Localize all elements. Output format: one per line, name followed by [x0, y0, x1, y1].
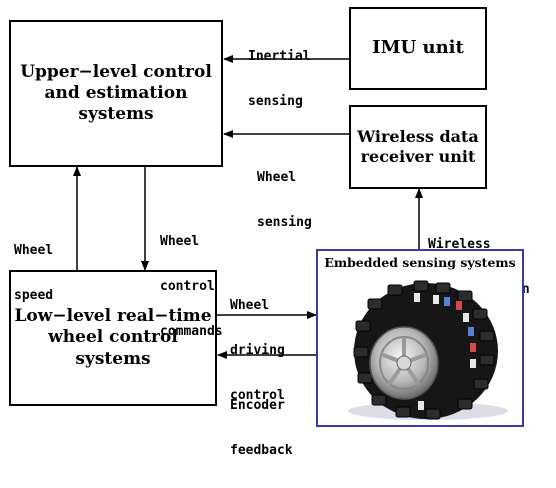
label-wheel-speed-line1: Wheel — [14, 243, 54, 258]
lower-line-2: wheel control — [48, 327, 178, 348]
wheel-image — [348, 280, 508, 420]
label-wcc-line2: control — [160, 279, 215, 294]
upper-line-2: and estimation — [44, 82, 188, 103]
imu-unit-text: IMU unit — [351, 9, 485, 88]
upper-line-1: Upper−level control — [20, 61, 212, 82]
label-wcc-line3: commands — [160, 324, 223, 339]
label-wdc-line2: driving — [230, 343, 285, 358]
label-wheel-sensing: Wheel sensing — [257, 140, 312, 260]
label-wheel-driving-control: Wheel driving control — [230, 268, 285, 433]
imu-line-1: IMU unit — [372, 37, 464, 59]
label-inertial-sensing-line1: Inertial — [248, 49, 311, 64]
low-level-control-box: Low−level real−time wheel control system… — [9, 270, 217, 406]
upper-line-3: systems — [78, 104, 154, 125]
diagram-canvas: Upper−level control and estimation syste… — [9, 7, 530, 458]
connector-arrows — [73, 55, 423, 359]
embedded-sensing-title: Embedded sensing systems — [324, 255, 516, 270]
label-ef-line1: Encoder — [230, 398, 285, 413]
lower-line-3: systems — [75, 348, 151, 369]
label-wheel-sensing-line2: sensing — [257, 215, 312, 230]
label-wcc-line1: Wheel — [160, 234, 200, 249]
label-wdc-line1: Wheel — [230, 298, 270, 313]
label-wdc-line3: control — [230, 388, 285, 403]
label-wheel-control-commands: Wheel control commands — [160, 204, 223, 369]
label-inertial-sensing-line2: sensing — [248, 94, 303, 109]
upper-level-control-text: Upper−level control and estimation syste… — [11, 22, 221, 165]
imu-unit-box: IMU unit — [349, 7, 487, 90]
label-wheel-sensing-line1: Wheel — [257, 170, 297, 185]
upper-level-control-box: Upper−level control and estimation syste… — [9, 20, 223, 167]
embedded-sensing-photo-panel: Embedded sensing systems — [316, 249, 524, 427]
receiver-line-1: Wireless data — [357, 127, 479, 146]
wireless-receiver-text: Wireless data receiver unit — [351, 107, 485, 187]
label-wheel-speed-line2: speed — [14, 288, 54, 303]
label-encoder-feedback: Encoder feedback — [230, 368, 293, 488]
label-ef-line2: feedback — [230, 443, 293, 458]
label-wheel-speed: Wheel speed — [14, 213, 53, 333]
low-level-control-text: Low−level real−time wheel control system… — [11, 272, 215, 404]
wireless-receiver-box: Wireless data receiver unit — [349, 105, 487, 189]
label-wc-line1: Wireless — [428, 237, 491, 252]
receiver-line-2: receiver unit — [360, 147, 476, 166]
lower-line-1: Low−level real−time — [14, 306, 212, 327]
label-inertial-sensing: Inertial sensing — [248, 19, 311, 139]
